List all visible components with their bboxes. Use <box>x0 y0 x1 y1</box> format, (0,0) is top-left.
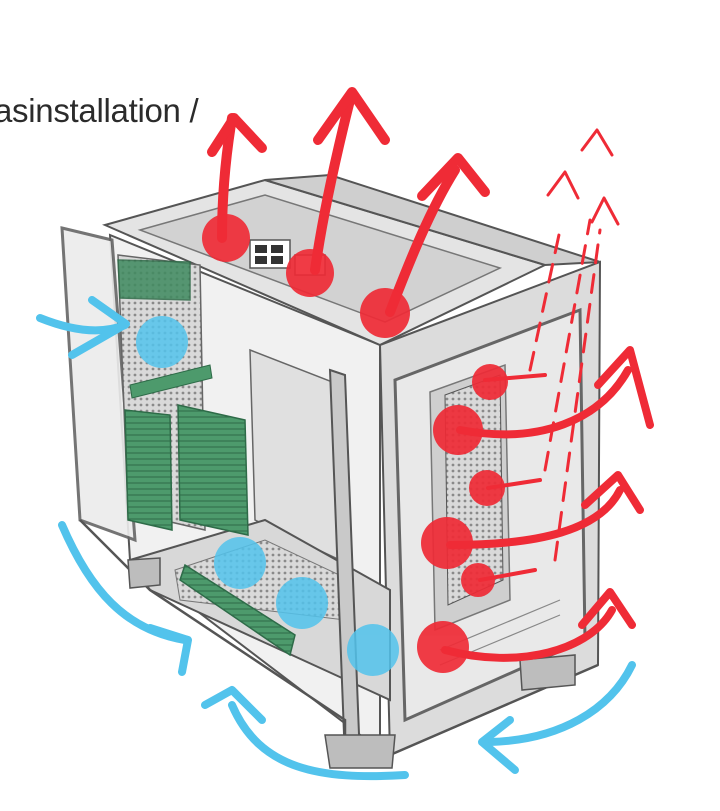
exhaust-fan-marker <box>421 517 473 569</box>
exhaust-fan-marker <box>417 621 469 673</box>
intake-airflow <box>36 296 636 781</box>
exhaust-fan-marker <box>360 288 410 338</box>
exhaust-fan-marker <box>472 364 508 400</box>
exhaust-fan-marker <box>461 563 495 597</box>
intake-fan-marker <box>276 577 328 629</box>
exhaust-fan-marker <box>433 405 483 455</box>
exhaust-fan-markers <box>202 214 508 673</box>
intake-fan-marker <box>136 316 188 368</box>
exhaust-airflow <box>207 87 654 662</box>
intake-fan-marker <box>214 537 266 589</box>
exhaust-fan-marker <box>202 214 250 262</box>
intake-fan-marker <box>347 624 399 676</box>
exhaust-fan-marker <box>286 249 334 297</box>
exhaust-fan-marker <box>469 470 505 506</box>
caption-text: asinstallation / <box>0 92 199 129</box>
intake-fan-markers <box>136 316 399 676</box>
